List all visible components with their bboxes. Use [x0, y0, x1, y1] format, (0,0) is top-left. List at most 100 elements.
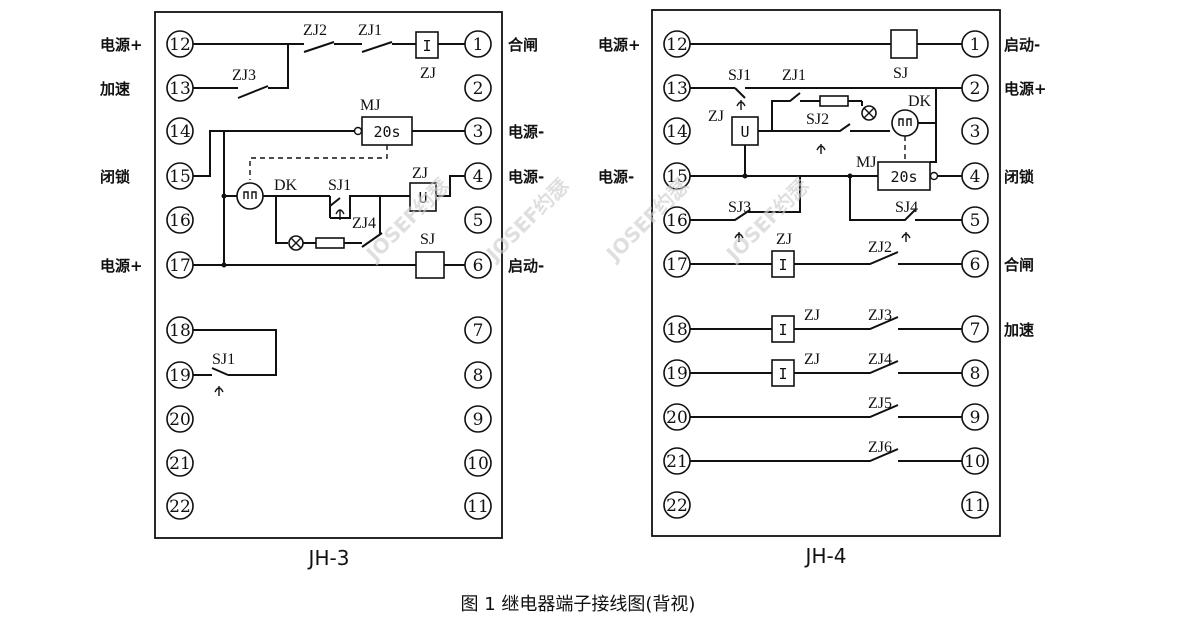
jh3-label-sj1: SJ1: [328, 177, 351, 194]
jh3-zj4-contact: [361, 232, 383, 248]
jh4-terminal-17: 17: [663, 250, 691, 278]
jh3-sj-box: [415, 251, 445, 279]
svg-text:7: 7: [970, 320, 981, 340]
jh4-label-zj-19: ZJ: [804, 351, 820, 368]
svg-text:19: 19: [169, 366, 191, 386]
jh3-label-mj: MJ: [360, 97, 380, 114]
jh4-sj-box: [890, 29, 918, 59]
jh4-label-4: 闭锁: [1004, 168, 1034, 186]
jh4-label-zj5: ZJ5: [868, 395, 892, 412]
jh4-mj-box: [877, 161, 931, 191]
svg-text:3: 3: [473, 122, 484, 142]
jh3-label-zj4: ZJ4: [352, 215, 376, 232]
jh4-sj3-contact: [690, 209, 751, 221]
svg-text:12: 12: [666, 35, 688, 55]
svg-text:18: 18: [666, 320, 688, 340]
jh4-dk-icon: [891, 109, 919, 137]
jh4-i19-text: I: [778, 365, 787, 383]
svg-text:22: 22: [666, 496, 688, 516]
jh3-terminal-11: 11: [464, 492, 492, 520]
jh4-label-6: 合闸: [1003, 256, 1034, 274]
jh4-label-dk: DK: [908, 93, 932, 110]
jh4-sj1-delay-mark: [736, 100, 746, 110]
jh3-terminal-7: 7: [464, 316, 492, 344]
jh3-wire-u-4: [436, 175, 465, 197]
jh4-title: JH-4: [804, 544, 847, 568]
svg-text:2: 2: [970, 79, 981, 99]
jh4-label-15: 电源-: [598, 168, 634, 186]
jh4-i17-text: I: [778, 256, 787, 274]
jh4-mj-box-text: 20s: [890, 168, 917, 186]
jh3-terminal-22: 22: [166, 492, 194, 520]
jh4-label-sj4: SJ4: [895, 199, 918, 216]
svg-text:18: 18: [169, 321, 191, 341]
jh4-terminal-14: 14: [663, 117, 691, 145]
jh3-label-sj: SJ: [420, 231, 435, 248]
svg-text:16: 16: [169, 211, 191, 231]
svg-text:1: 1: [473, 35, 484, 55]
jh3-wire-zj3-up: [268, 44, 289, 89]
jh3-label-dk: DK: [274, 177, 298, 194]
jh3-sj1-contact: [329, 196, 341, 218]
jh3-title: JH-3: [307, 546, 350, 570]
jh4-zj1-contact: [758, 92, 820, 132]
jh4-i18-text: I: [778, 321, 787, 339]
jh3-terminal-13: 13: [166, 74, 194, 102]
svg-text:5: 5: [473, 211, 484, 231]
jh4-dk-inner: [898, 118, 912, 126]
jh3-label-zj-coil: ZJ: [420, 65, 436, 82]
svg-text:5: 5: [970, 211, 981, 231]
jh3-label-17: 电源+: [100, 257, 143, 275]
jh4-label-sj1: SJ1: [728, 67, 751, 84]
jh4-zj2-contact: [794, 251, 962, 265]
jh4-label-12: 电源+: [598, 36, 641, 54]
svg-text:11: 11: [964, 496, 986, 516]
jh3-label-zj1: ZJ1: [358, 22, 382, 39]
jh3-terminal-16: 16: [166, 206, 194, 234]
jh4-sj4-contact: [849, 176, 916, 221]
jh4-sj2-contact: [772, 123, 890, 132]
jh4-terminal-13: 13: [663, 74, 691, 102]
jh4-terminal-5: 5: [961, 206, 989, 234]
jh4-mj-pin: [929, 171, 939, 181]
jh4-label-zj3: ZJ3: [868, 307, 892, 324]
jh3-resistor: [315, 237, 345, 249]
jh4-label-zj-17: ZJ: [776, 231, 792, 248]
jh3-dk-icon: [236, 182, 264, 210]
svg-text:9: 9: [473, 410, 484, 430]
jh4-terminal-15: 15: [663, 162, 691, 190]
jh3-lamp-x: [290, 237, 302, 249]
jh4-terminal-7: 7: [961, 315, 989, 343]
svg-text:14: 14: [169, 122, 191, 142]
jh4-lamp-x: [863, 107, 875, 119]
jh3-u-box: [409, 182, 437, 212]
jh4-sj4-delay-mark: [901, 232, 911, 242]
svg-text:11: 11: [467, 497, 489, 517]
jh4-label-sj3: SJ3: [728, 199, 751, 216]
jh4-terminal-20: 20: [663, 403, 691, 431]
jh3-sj1b-delay-mark: [214, 386, 224, 396]
svg-text:13: 13: [666, 79, 688, 99]
svg-text:20: 20: [169, 410, 191, 430]
jh3-zj3-contact: [237, 85, 269, 99]
jh3-terminal-5: 5: [464, 206, 492, 234]
jh4-label-zj-18: ZJ: [804, 307, 820, 324]
jh3-label-1: 合闸: [507, 36, 538, 54]
jh4-node-15a: [742, 173, 748, 179]
jh3-u-box-text: U: [418, 189, 427, 207]
svg-text:3: 3: [970, 122, 981, 142]
jh3-zj1-contact: [361, 41, 393, 53]
jh4-terminal-21: 21: [663, 447, 691, 475]
jh4-sj2-delay-mark: [816, 144, 826, 154]
jh3-frame: [154, 11, 503, 539]
svg-text:13: 13: [169, 79, 191, 99]
svg-text:21: 21: [169, 454, 191, 474]
jh3-terminal-1: 1: [464, 30, 492, 58]
jh3-node-dk: [221, 193, 227, 199]
svg-text:7: 7: [473, 321, 484, 341]
jh4-terminal-19: 19: [663, 359, 691, 387]
jh4-terminal-18: 18: [663, 315, 691, 343]
svg-text:2: 2: [473, 79, 484, 99]
svg-text:8: 8: [970, 364, 981, 384]
svg-text:4: 4: [970, 167, 981, 187]
